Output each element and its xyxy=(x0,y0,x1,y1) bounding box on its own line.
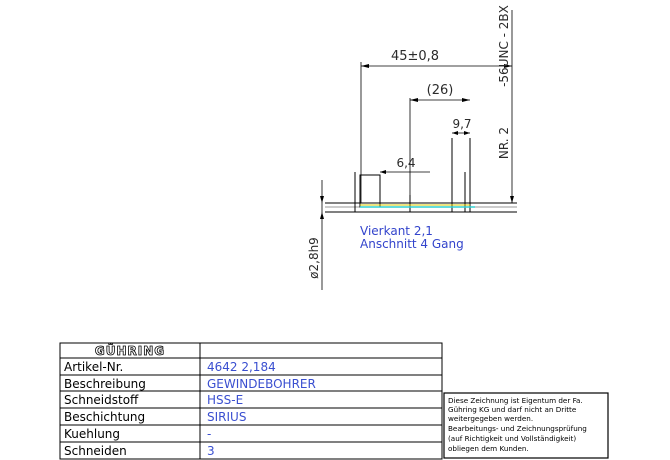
label-schneidstoff: Schneidstoff xyxy=(64,393,139,407)
disclaimer-line: Bearbeitungs- und Zeichnungsprüfung xyxy=(448,424,587,433)
label-beschreibung: Beschreibung xyxy=(64,377,146,391)
dim-overall: 45±0,8 xyxy=(391,49,439,64)
note-square: Vierkant 2,1 xyxy=(360,224,433,238)
disclaimer-line: weitergegeben werden. xyxy=(448,414,533,423)
label-schneiden: Schneiden xyxy=(64,444,127,458)
disclaimer-line: (auf Richtigkeit und Vollständigkeit) xyxy=(448,434,576,443)
disclaimer-text: Diese Zeichnung ist Eigentum der Fa. Güh… xyxy=(448,396,587,453)
label-beschichtung: Beschichtung xyxy=(64,410,145,424)
value-beschichtung: SIRIUS xyxy=(207,410,246,424)
value-kuehlung: - xyxy=(207,427,211,441)
value-artikel: 4642 2,184 xyxy=(207,360,276,374)
disclaimer-box xyxy=(443,392,609,459)
value-schneiden: 3 xyxy=(207,444,215,458)
dim-thread: -56UNC - 2BX xyxy=(497,5,511,87)
thread-highlight xyxy=(360,204,475,208)
table-labels: Artikel-Nr. Beschreibung Schneidstoff Be… xyxy=(64,360,146,458)
dimension-lines xyxy=(321,10,513,290)
dimension-arrows xyxy=(320,64,514,219)
dim-mid: (26) xyxy=(427,83,454,98)
dim-diameter: ø2,8h9 xyxy=(307,237,321,279)
note-chamfer: Anschnitt 4 Gang xyxy=(360,237,464,251)
dim-nr: NR. 2 xyxy=(497,127,511,159)
disclaimer-line: Gühring KG und darf nicht an Dritte xyxy=(448,405,577,414)
tap-outline xyxy=(325,138,517,213)
value-schneidstoff: HSS-E xyxy=(207,393,243,407)
table-values: 4642 2,184 GEWINDEBOHRER HSS-E SIRIUS - … xyxy=(207,360,316,458)
guhring-logo: GÜHRING xyxy=(95,343,165,358)
label-kuehlung: Kuehlung xyxy=(64,427,120,441)
label-artikel: Artikel-Nr. xyxy=(64,360,123,374)
title-block xyxy=(59,342,443,460)
dim-step: 6,4 xyxy=(396,156,415,170)
dim-small: 9,7 xyxy=(452,117,471,131)
disclaimer-line: obliegen dem Kunden. xyxy=(448,444,529,453)
disclaimer-line: Diese Zeichnung ist Eigentum der Fa. xyxy=(448,396,583,405)
value-beschreibung: GEWINDEBOHRER xyxy=(207,377,316,391)
